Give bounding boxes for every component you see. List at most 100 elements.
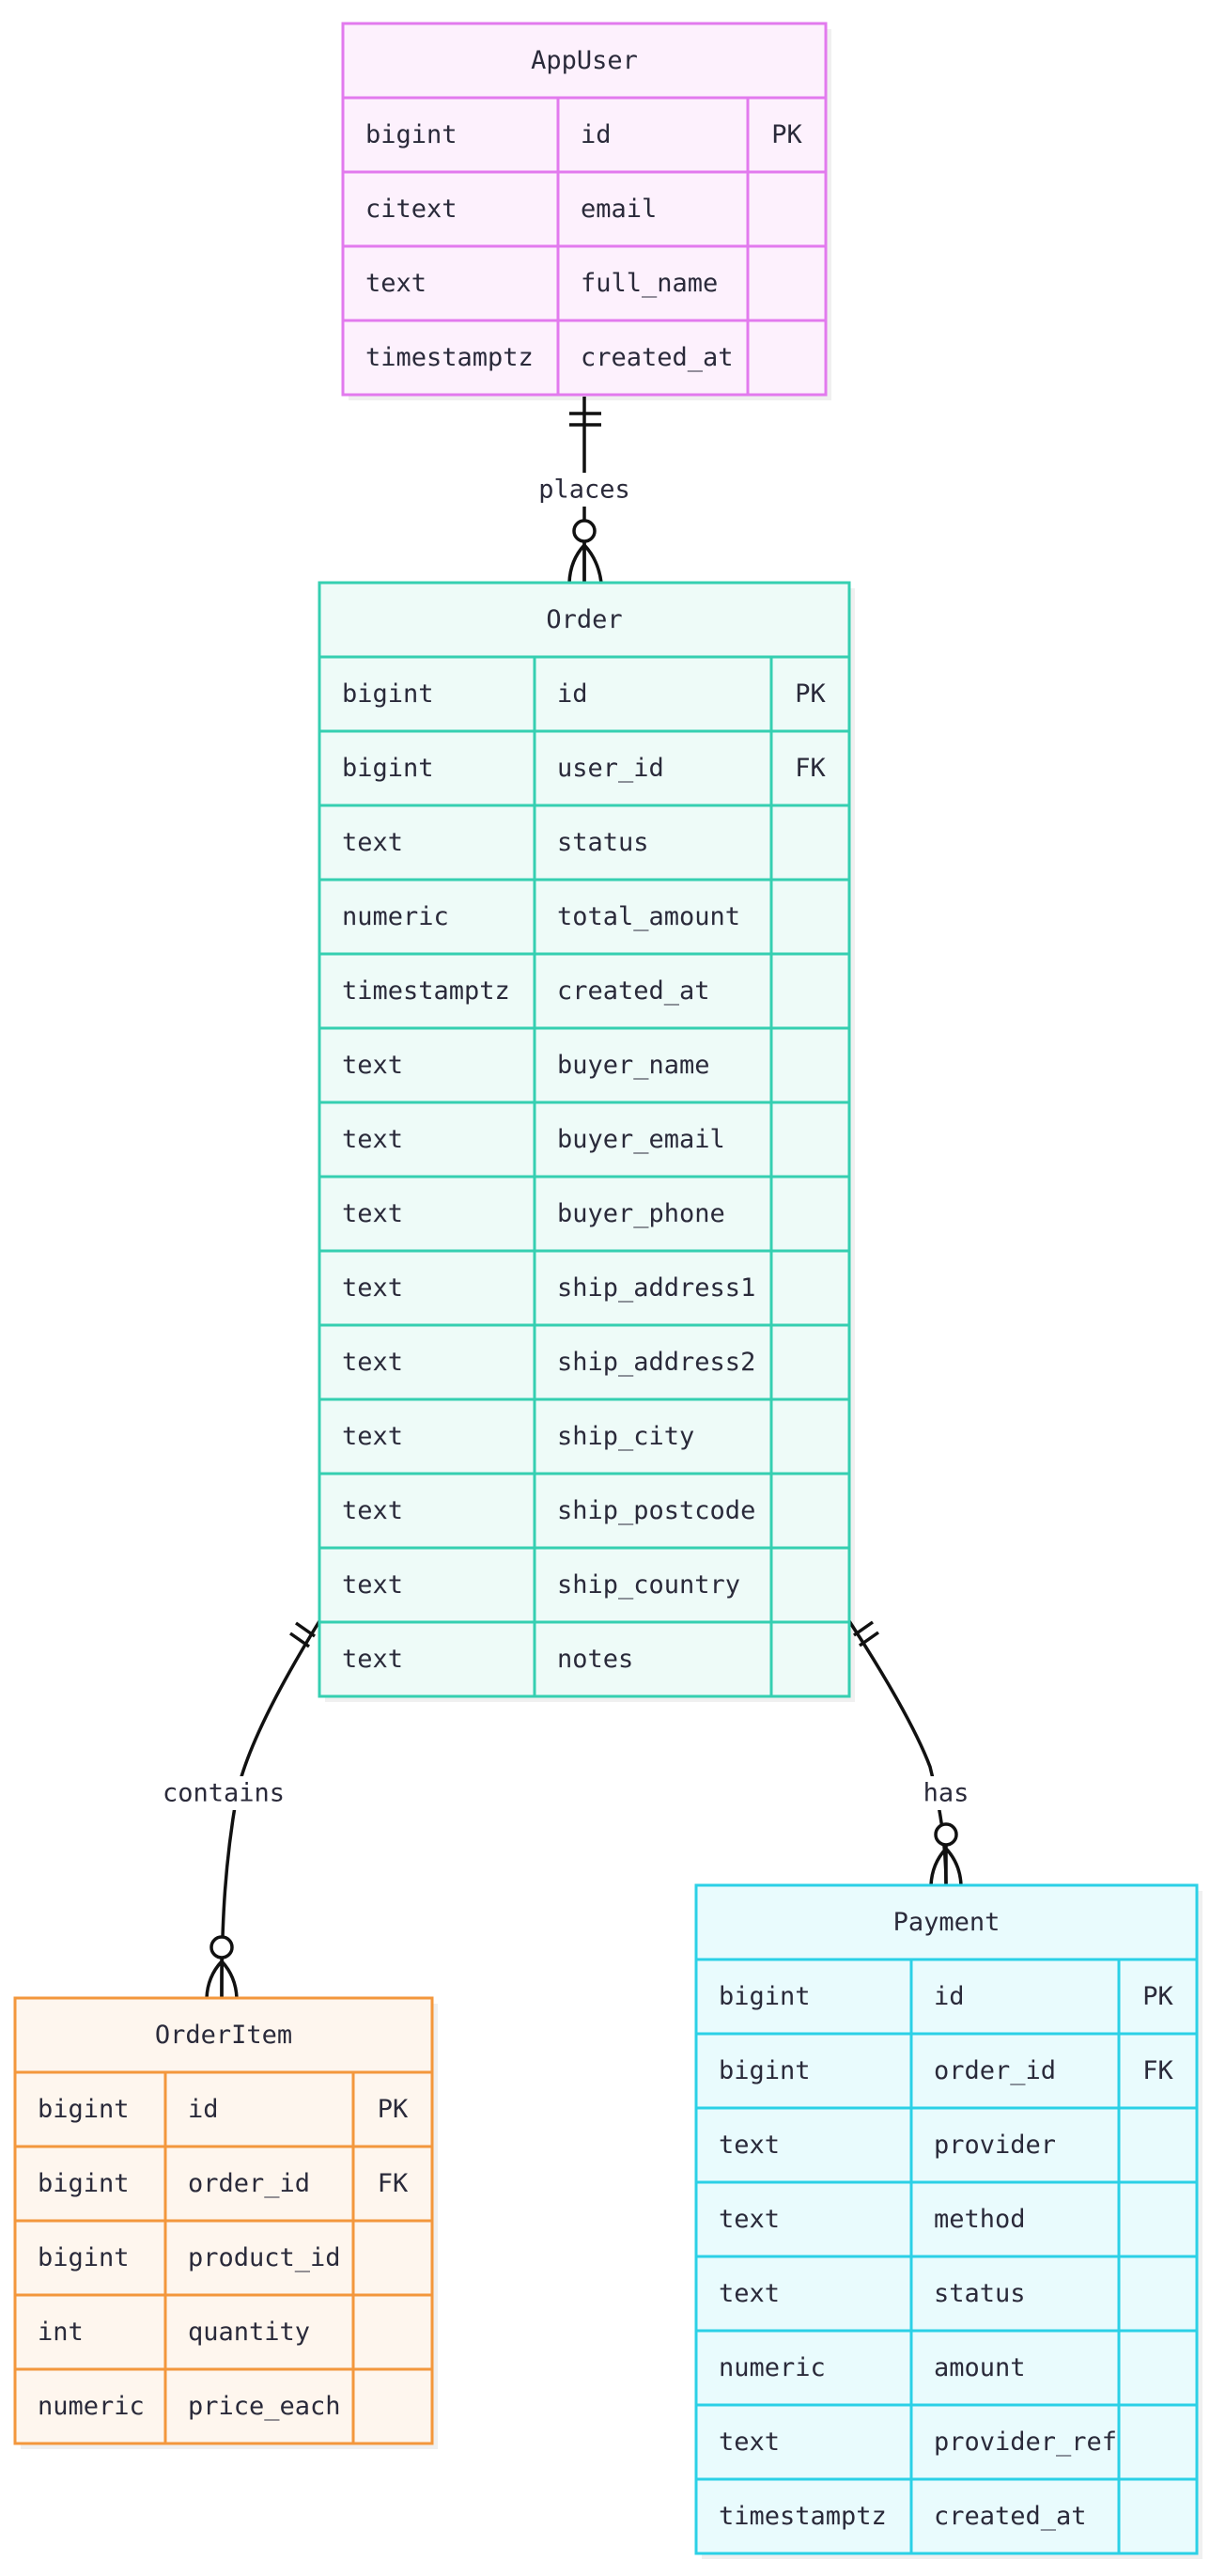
attribute-row: timestamptz created_at	[365, 343, 734, 372]
entity-title: OrderItem	[155, 2021, 292, 2050]
cardinality-zero-mark	[572, 519, 597, 543]
attribute-type: text	[365, 269, 427, 298]
attribute-row: numeric total_amount	[342, 902, 740, 931]
attribute-type: bigint	[365, 120, 458, 149]
attribute-row: timestamptz created_at	[719, 2502, 1087, 2531]
attribute-type: text	[342, 1199, 403, 1228]
entity-box	[341, 22, 828, 397]
attribute-type: bigint	[342, 754, 434, 783]
relationship-label: has	[923, 1779, 970, 1808]
attribute-key: PK	[771, 120, 802, 149]
attribute-type: int	[38, 2318, 84, 2347]
attribute-key: PK	[795, 679, 826, 709]
cardinality-many-mark	[205, 1959, 239, 1999]
attribute-row: text full_name	[365, 269, 718, 298]
attribute-name: amount	[934, 2353, 1026, 2382]
attribute-name: ship_city	[557, 1422, 694, 1451]
cardinality-one-mark	[858, 1631, 880, 1647]
attribute-key: FK	[795, 754, 826, 783]
attribute-name: ship_address1	[557, 1273, 755, 1303]
cardinality-many-mark	[567, 542, 603, 584]
attribute-name: email	[581, 195, 657, 224]
attribute-row: text notes	[342, 1645, 633, 1674]
attribute-name: id	[934, 1982, 965, 2011]
attribute-name: created_at	[934, 2502, 1087, 2531]
entity-box	[694, 1883, 1199, 2555]
attribute-type: bigint	[38, 2095, 130, 2124]
attribute-name: notes	[557, 1645, 633, 1674]
cardinality-zero-mark	[209, 1935, 234, 1959]
cardinality-many-mark	[929, 1846, 963, 1886]
attribute-type: bigint	[719, 2056, 811, 2085]
attribute-name: status	[557, 828, 649, 857]
relationship-contains: contains	[158, 1620, 321, 1999]
attribute-type: text	[342, 1645, 403, 1674]
cardinality-one-mark	[288, 1631, 311, 1648]
attribute-key: PK	[1142, 1982, 1173, 2011]
attribute-name: status	[934, 2279, 1026, 2308]
cardinality-one-mark	[852, 1620, 875, 1637]
entity-box	[318, 581, 851, 1698]
attribute-type: numeric	[342, 902, 449, 931]
cardinality-one-mark	[294, 1621, 317, 1638]
attribute-name: method	[934, 2205, 1026, 2234]
attribute-name: total_amount	[557, 902, 740, 931]
attribute-type: text	[719, 2428, 780, 2457]
attribute-type: timestamptz	[719, 2502, 887, 2531]
attribute-row: text status	[342, 828, 649, 857]
attribute-type: bigint	[38, 2243, 130, 2272]
attribute-type: text	[342, 828, 403, 857]
attribute-row: bigint id PK	[38, 2095, 409, 2124]
relationship-line	[847, 1620, 948, 1886]
relationship-label-bg	[514, 473, 655, 507]
attribute-name: created_at	[581, 343, 734, 372]
attribute-row: int quantity	[38, 2318, 310, 2347]
attribute-name: full_name	[581, 269, 718, 298]
attribute-name: id	[581, 120, 612, 149]
attribute-row: text ship_postcode	[342, 1496, 755, 1525]
attribute-type: numeric	[38, 2392, 145, 2421]
attribute-type: text	[342, 1422, 403, 1451]
attribute-name: order_id	[934, 2056, 1056, 2085]
attribute-type: timestamptz	[365, 343, 534, 372]
attribute-type: numeric	[719, 2353, 826, 2382]
attribute-type: text	[342, 1125, 403, 1154]
attribute-row: numeric price_each	[38, 2392, 341, 2421]
attribute-type: text	[719, 2131, 780, 2160]
attribute-name: provider_ref	[934, 2428, 1117, 2457]
attribute-name: ship_address2	[557, 1348, 755, 1377]
attribute-type: citext	[365, 195, 458, 224]
attribute-name: quantity	[188, 2318, 310, 2347]
attribute-type: bigint	[38, 2169, 130, 2198]
attribute-name: id	[188, 2095, 219, 2124]
attribute-row: numeric amount	[719, 2353, 1026, 2382]
attribute-key: PK	[378, 2095, 409, 2124]
attribute-name: price_each	[188, 2392, 341, 2421]
attribute-type: text	[342, 1496, 403, 1525]
attribute-name: ship_postcode	[557, 1496, 755, 1525]
attribute-row: text provider_ref	[719, 2428, 1117, 2457]
attribute-name: buyer_name	[557, 1051, 710, 1080]
attribute-name: ship_country	[557, 1570, 740, 1600]
relationship-places: places	[514, 397, 655, 584]
attribute-name: provider	[934, 2131, 1056, 2160]
relationship-label-bg	[158, 1776, 289, 1810]
relationship-label-bg	[913, 1776, 979, 1810]
